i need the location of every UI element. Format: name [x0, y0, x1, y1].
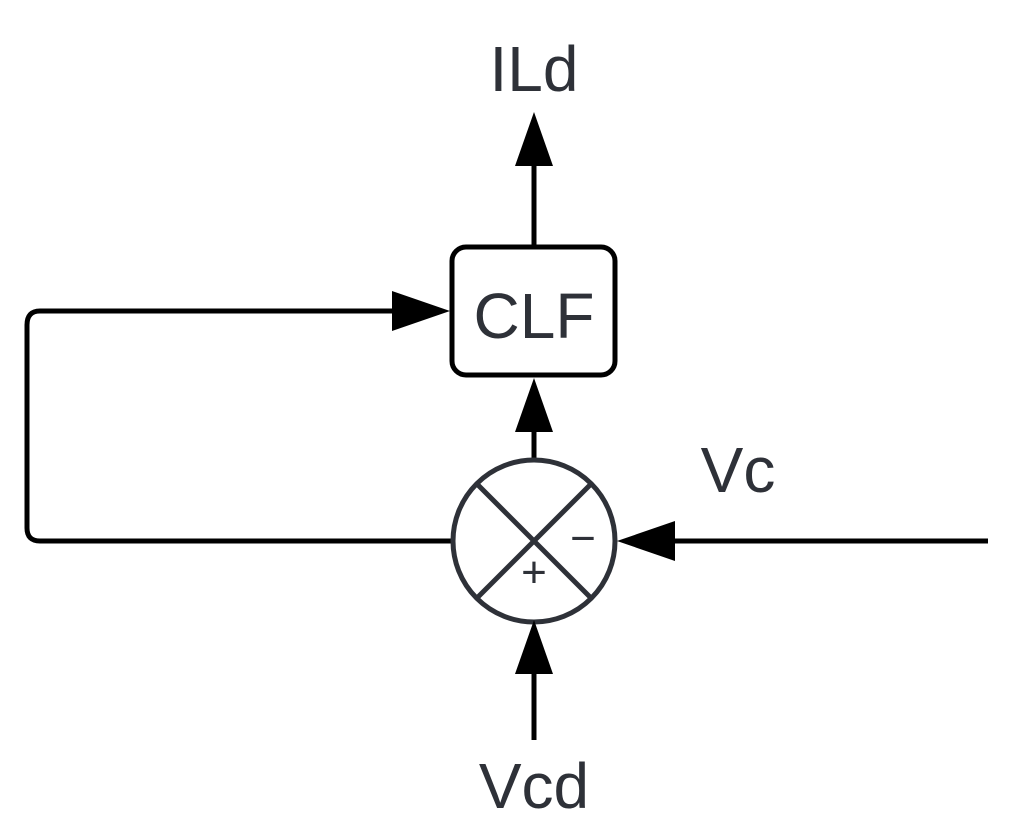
clf-block-label: CLF — [474, 280, 595, 352]
summing-junction-cross-b — [475, 482, 593, 600]
input-label-vcd: Vcd — [479, 750, 589, 822]
junction-to-clf-arrowhead — [515, 378, 553, 432]
vc-input-arrowhead — [617, 521, 675, 561]
vcd-input-arrowhead — [515, 620, 553, 674]
plus-sign: + — [521, 548, 547, 597]
feedback-arrowhead — [392, 291, 450, 331]
output-label-ild: ILd — [490, 33, 579, 105]
input-label-vc: Vc — [701, 434, 776, 506]
minus-sign: − — [570, 514, 596, 563]
output-arrowhead — [515, 112, 553, 166]
feedback-loop-path — [24, 308, 452, 544]
clf-block — [449, 244, 618, 378]
